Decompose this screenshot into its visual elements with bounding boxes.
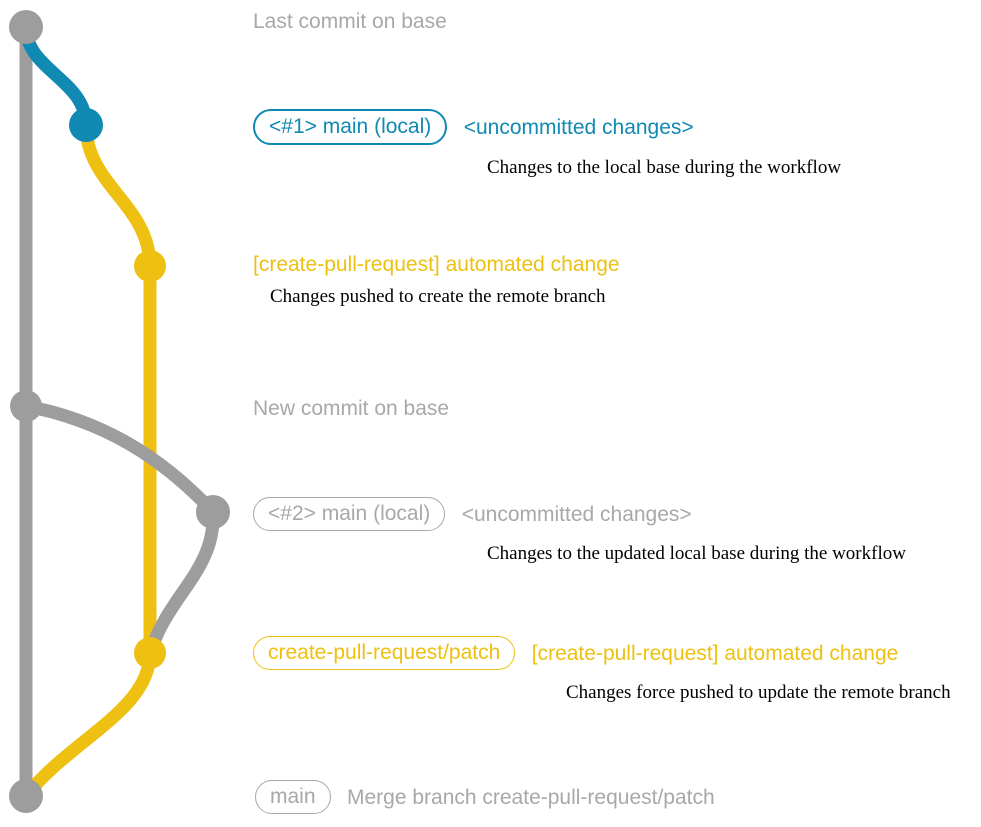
entry-last-commit-on-base: Last commit on base — [253, 11, 447, 32]
commit-subject: Merge branch create-pull-request/patch — [346, 785, 715, 809]
entry-local-2: <#2> main (local) <uncommitted changes> … — [253, 497, 906, 563]
commit-node-merge[interactable] — [9, 779, 43, 813]
commit-subject: [create-pull-request] automated change — [253, 253, 620, 276]
commit-node-local-2[interactable] — [196, 495, 230, 529]
commit-subject: <uncommitted changes> — [463, 115, 694, 139]
ref-badge-main[interactable]: main — [255, 780, 331, 814]
entry-new-commit-on-base: New commit on base — [253, 398, 449, 419]
edge-base-to-local2 — [19, 399, 220, 519]
commit-description: Changes to the local base during the wor… — [487, 157, 842, 178]
commit-node-base-last[interactable] — [9, 10, 43, 44]
commit-subject: New commit on base — [253, 397, 450, 420]
commit-node-local-1[interactable] — [69, 108, 103, 142]
entry-merge: main Merge branch create-pull-request/pa… — [255, 780, 715, 814]
entry-automated-change-1: [create-pull-request] automated change C… — [253, 254, 620, 306]
commit-description: Changes force pushed to update the remot… — [566, 682, 951, 703]
commit-description: Changes to the updated local base during… — [487, 543, 906, 564]
commit-subject: Last commit on base — [253, 10, 447, 33]
commit-node-base-new[interactable] — [10, 390, 42, 422]
commit-description: Changes pushed to create the remote bran… — [270, 286, 606, 307]
ref-badge-local-2[interactable]: <#2> main (local) — [253, 497, 446, 531]
commit-subject: <uncommitted changes> — [461, 502, 692, 526]
ref-badge-create-pull-request-patch[interactable]: create-pull-request/patch — [253, 636, 516, 670]
ref-badge-local-1[interactable]: <#1> main (local) — [253, 109, 448, 145]
commit-node-patch-2[interactable] — [134, 637, 166, 669]
edge-local2-to-patch2 — [143, 505, 220, 660]
entry-automated-change-2: create-pull-request/patch [create-pull-r… — [253, 636, 951, 702]
edge-local1-to-patch1 — [79, 118, 157, 273]
edge-patch2-to-merge — [19, 646, 157, 803]
commit-subject: [create-pull-request] automated change — [531, 641, 899, 665]
commit-node-patch-1[interactable] — [134, 250, 166, 282]
entry-local-1: <#1> main (local) <uncommitted changes> … — [253, 109, 841, 177]
